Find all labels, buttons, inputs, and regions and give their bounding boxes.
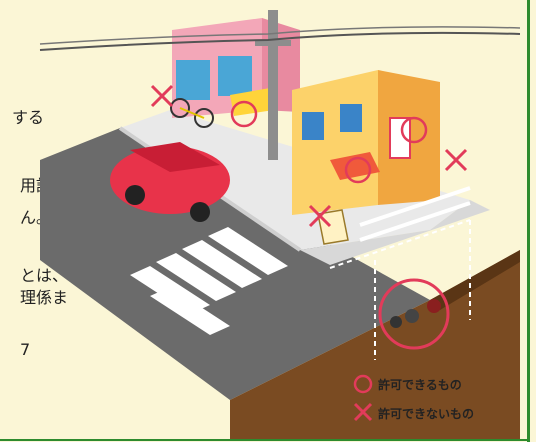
panel-border-right [527, 0, 530, 442]
allowed-marker-icon [230, 100, 258, 128]
signboard [317, 209, 349, 245]
body-text-fragment-6: 7 [20, 340, 31, 359]
legend-allowed-icon [353, 374, 373, 394]
legend-not-allowed-icon [353, 402, 373, 422]
allowed-marker-icon [400, 116, 428, 144]
legend-allowed-label: 許可できるもの [378, 378, 462, 392]
fence [359, 186, 471, 242]
underground-pipes-icon [378, 278, 450, 350]
crosswalk [130, 227, 288, 335]
body-text-fragment-5: 理係ま [20, 288, 69, 307]
yellow-building [292, 70, 440, 215]
utility-pole [268, 10, 278, 160]
bicycle [170, 98, 214, 128]
panel-border-bottom [0, 439, 530, 441]
body-text-fragment-1: する [12, 108, 45, 127]
allowed-marker-icon [344, 156, 372, 184]
legend-not-allowed-label: 許可できないもの [378, 407, 475, 421]
not-allowed-marker-icon [150, 84, 468, 228]
red-car [110, 142, 230, 222]
